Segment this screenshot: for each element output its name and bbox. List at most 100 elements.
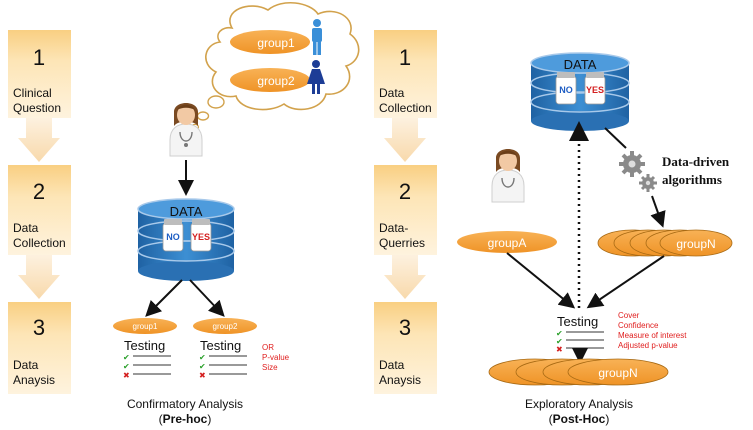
left-stats: OR P-value Size [262,343,290,372]
stacked-groups-bottom: groupN [488,358,669,386]
left-caption-line1: Confirmatory Analysis [127,397,243,411]
left-step-2-number: 2 [33,179,45,204]
right-stat-adjusted-p: Adjusted p-value [618,341,678,350]
left-group2: group2 [193,318,257,334]
male-icon [312,19,322,55]
right-step-2-number: 2 [399,179,411,204]
check-icon: ✔ [123,353,130,362]
right-stat-confidence: Confidence [618,321,659,330]
algorithms-label-line2: algorithms [662,172,722,187]
left-stat-size: Size [262,363,278,372]
right-step-arrow-2 [384,255,426,299]
right-steps: 1 Data Collection 2 Data- Querries 3 Dat… [374,30,437,394]
pill-yes-label-right: YES [586,85,604,95]
left-step-arrow-2 [18,255,60,299]
right-stat-cover: Cover [618,311,640,320]
check-icon: ✔ [123,362,130,371]
check-icon: ✔ [556,337,563,346]
right-step-3: 3 Data Anaysis [374,302,437,394]
database-right: DATA NO YES [530,52,630,131]
group-a-label: groupA [488,236,527,250]
left-step-2-label-line2: Collection [13,236,66,250]
right-step-3-label-line1: Data [379,358,405,372]
left-group1: group1 [113,318,177,334]
left-stat-or: OR [262,343,274,352]
right-step-3-number: 3 [399,315,411,340]
doctor-icon-right [491,149,525,203]
algorithms-label: Data-driven algorithms [662,154,730,187]
db-to-group2-arrow [189,279,225,317]
group-a: groupA [457,231,557,253]
right-step-1-label-line1: Data [379,86,405,100]
database-left-label: DATA [170,204,203,219]
right-step-3-label-line2: Anaysis [379,373,421,387]
left-step-3: 3 Data Anaysis [8,302,71,394]
left-step-2-label-line1: Data [13,221,39,235]
algorithms-to-groups-arrow [650,195,666,228]
groups-to-testing-arrow [586,255,665,309]
algorithms-label-line1: Data-driven [662,154,730,169]
thought-cloud: group1 group2 [190,2,360,131]
left-testing-2: Testing ✔ ✔ ✖ [199,338,247,380]
pill-no-label-right: NO [559,85,573,95]
left-step-1-label-line1: Clinical [13,86,52,100]
right-stats: Cover Confidence Measure of interest Adj… [618,311,687,350]
gears-icon [619,151,657,192]
left-step-1-number: 1 [33,45,45,70]
right-step-1-number: 1 [399,45,411,70]
thought-group2: group2 [230,68,310,92]
left-step-arrow-1 [18,118,60,162]
thought-group1: group1 [230,30,310,54]
right-step-1: 1 Data Collection [374,30,437,118]
left-testing-2-label: Testing [200,338,241,353]
left-step-2: 2 Data Collection [8,165,71,255]
pill-bottle-yes: YES [190,219,212,252]
right-caption: Exploratory Analysis (Post-Hoc) [525,397,633,426]
left-group1-label: group1 [133,322,158,331]
pill-yes-label: YES [192,232,210,242]
stacked-groups-top: groupN [597,229,733,257]
right-testing: Testing ✔ ✔ ✖ [556,314,604,354]
left-testing-1-label: Testing [124,338,165,353]
groupa-to-testing-arrow [506,252,576,309]
right-step-2-label-line1: Data- [379,221,408,235]
right-step-2-label-line2: Querries [379,236,425,250]
stacked-bottom-label: groupN [598,366,637,380]
cross-icon: ✖ [556,345,563,354]
thought-group1-label: group1 [257,36,295,50]
left-steps: 1 Clinical Question 2 Data Collection 3 … [8,30,71,394]
database-left: DATA NO YES [137,198,235,281]
left-step-3-label-line1: Data [13,358,39,372]
left-step-3-label-line2: Anaysis [13,373,55,387]
right-step-1-label-line2: Collection [379,101,432,115]
left-caption-line2: (Pre-hoc) [159,412,212,426]
right-caption-line1: Exploratory Analysis [525,397,633,411]
female-icon [307,60,325,94]
pill-bottle-no: NO [162,219,184,252]
pill-no-label: NO [166,232,180,242]
thought-group2-label: group2 [257,74,295,88]
db-to-algorithms-arrow [604,127,627,149]
right-step-arrow-1 [384,118,426,162]
right-stat-measure: Measure of interest [618,331,687,340]
left-step-1-label-line2: Question [13,101,61,115]
check-icon: ✔ [556,329,563,338]
right-caption-line2: (Post-Hoc) [549,412,610,426]
cross-icon: ✖ [123,371,130,380]
cross-icon: ✖ [199,371,206,380]
pill-bottle-yes-right: YES [584,72,606,105]
left-step-1: 1 Clinical Question [8,30,71,118]
left-testing-1: Testing ✔ ✔ ✖ [123,338,171,380]
left-caption: Confirmatory Analysis (Pre-hoc) [127,397,243,426]
left-stat-pvalue: P-value [262,353,290,362]
right-testing-label: Testing [557,314,598,329]
right-step-2: 2 Data- Querries [374,165,437,255]
database-right-label: DATA [564,57,597,72]
left-step-3-number: 3 [33,315,45,340]
doctor-icon [169,103,203,157]
left-group2-label: group2 [213,322,238,331]
stacked-top-label: groupN [676,237,715,251]
check-icon: ✔ [199,353,206,362]
pill-bottle-no-right: NO [555,72,577,105]
